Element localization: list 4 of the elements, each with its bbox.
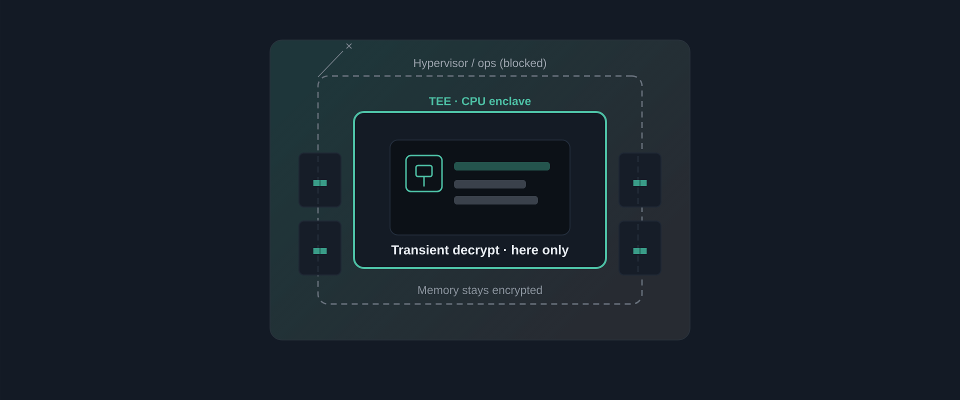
zone-caption: Memory stays encrypted (418, 286, 542, 296)
enclave-caption: Transient decrypt · here only (391, 244, 569, 258)
enclave-label: TEE · CPU enclave (429, 96, 531, 106)
zone-label: Hypervisor / ops (blocked) (414, 58, 546, 70)
